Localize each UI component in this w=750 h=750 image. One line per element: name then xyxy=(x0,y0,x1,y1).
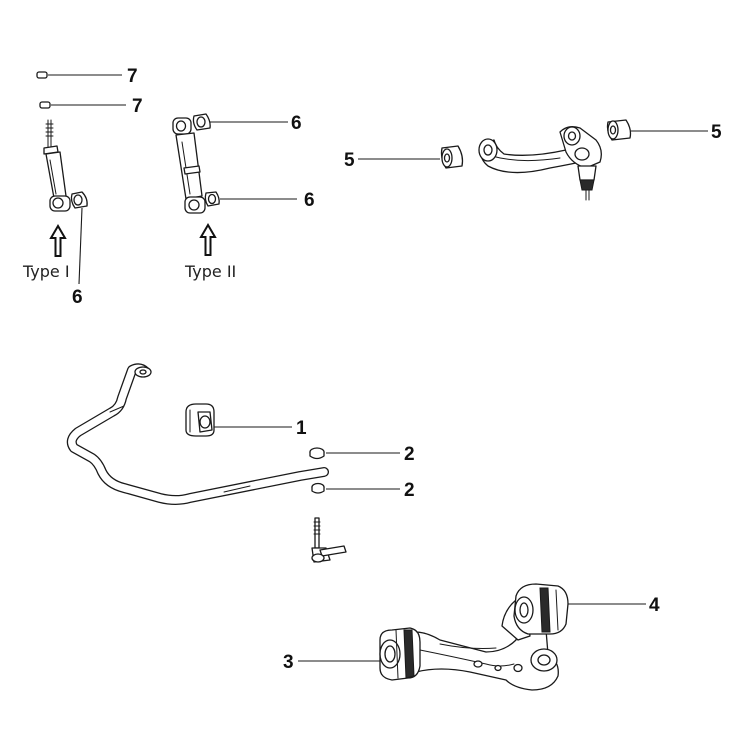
shock-ii-bushing-top-6 xyxy=(192,113,211,131)
upper-arm-bushing-left-5 xyxy=(440,145,464,169)
shock-i-bushing-6 xyxy=(70,191,88,209)
callout-1: 1 xyxy=(296,418,307,439)
leader-lines xyxy=(48,74,708,662)
lower-arm-bushing-4 xyxy=(513,583,569,635)
shock-cap-7-bottom xyxy=(39,101,51,109)
shock-absorber-type-ii xyxy=(172,117,206,214)
callout-6-type-i: 6 xyxy=(72,287,83,308)
type-i-label: Type I xyxy=(22,262,70,281)
type-ii-label: Type II xyxy=(184,262,236,281)
arrow-up-icon xyxy=(199,223,217,256)
shock-ii-bushing-bottom-6 xyxy=(204,191,220,207)
arrow-up-icon xyxy=(49,224,67,257)
callout-7-bottom: 7 xyxy=(132,96,143,117)
stabilizer-bushing-1 xyxy=(185,403,215,437)
callout-4: 4 xyxy=(649,595,660,616)
callout-3: 3 xyxy=(283,652,294,673)
callout-5-left: 5 xyxy=(344,150,355,171)
callout-6-type-ii-bottom: 6 xyxy=(304,190,315,211)
callout-2-bottom: 2 xyxy=(404,480,415,501)
link-bushing-bottom-2 xyxy=(311,482,325,494)
callout-7-top: 7 xyxy=(127,66,138,87)
link-bushing-top-2 xyxy=(309,447,325,460)
upper-control-arm xyxy=(478,126,602,201)
callout-2-top: 2 xyxy=(404,444,415,465)
callout-5-right: 5 xyxy=(711,122,722,143)
lower-arm-bushing-3 xyxy=(379,627,421,681)
callout-6-type-ii-top: 6 xyxy=(291,113,302,134)
stabilizer-bar xyxy=(66,363,329,505)
shock-absorber-type-i xyxy=(43,119,71,212)
shock-cap-7-top xyxy=(36,71,48,79)
stabilizer-link xyxy=(311,517,347,563)
upper-arm-bushing-right-5 xyxy=(606,119,632,141)
